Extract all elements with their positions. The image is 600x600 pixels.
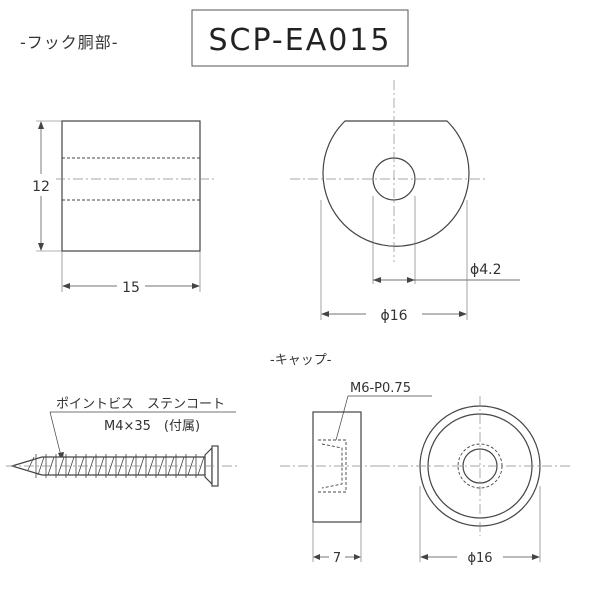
hook-body-side-outline bbox=[61, 120, 201, 252]
hole-arrow-left bbox=[373, 277, 381, 283]
cap-depth-arrow-right bbox=[354, 554, 361, 560]
cap-depth-label: 7 bbox=[333, 551, 341, 566]
cap-dia-label-bg bbox=[457, 548, 503, 566]
height-label-bg bbox=[26, 174, 56, 196]
cap-side-outline bbox=[312, 411, 362, 523]
cap-drawing: -キャップ- M6-P0.75 7 ϕ16 bbox=[270, 353, 570, 566]
model-number: SCP-EA015 bbox=[209, 23, 392, 58]
outer-label-bg bbox=[366, 304, 422, 324]
height-arrow-top bbox=[38, 121, 44, 129]
cap-depth-arrow-left bbox=[313, 554, 320, 560]
outer-diameter-label: ϕ16 bbox=[380, 308, 407, 324]
cap-dia-arrow-left bbox=[420, 554, 428, 560]
cap-hidden-thread-inner bbox=[321, 443, 343, 489]
screw-leader-line bbox=[49, 411, 63, 461]
width-dimension-label: 15 bbox=[122, 280, 140, 296]
cap-section-label: -キャップ- bbox=[270, 353, 332, 368]
height-dimension-label: 12 bbox=[32, 179, 50, 195]
cap-diameter-label: ϕ16 bbox=[467, 551, 492, 566]
cap-dia-arrow-right bbox=[532, 554, 540, 560]
hole-diameter-label: ϕ4.2 bbox=[470, 262, 502, 278]
width-arrow-right bbox=[192, 283, 200, 289]
outer-arrow-right bbox=[459, 311, 467, 317]
hook-body-side-view: 12 15 bbox=[26, 120, 215, 296]
model-number-box bbox=[191, 9, 409, 67]
body-section-label: -フック胴部- bbox=[20, 33, 119, 52]
cap-depth-label-bg bbox=[329, 549, 345, 566]
cap-thread-leader bbox=[335, 395, 349, 441]
outer-arrow-left bbox=[321, 311, 329, 317]
screw-drawing: ポイントビス ステンコート M4×35 (付属) bbox=[6, 397, 240, 487]
screw-spec-label: M4×35 (付属) bbox=[104, 419, 200, 434]
hook-body-front-view: ϕ4.2 ϕ16 bbox=[290, 80, 520, 324]
width-label-bg bbox=[117, 277, 145, 295]
height-arrow-bottom bbox=[38, 243, 44, 251]
screw-name-label: ポイントビス ステンコート bbox=[56, 397, 225, 412]
width-arrow-left bbox=[62, 283, 70, 289]
hole-arrow-right bbox=[407, 277, 415, 283]
cap-thread-label: M6-P0.75 bbox=[350, 381, 411, 396]
